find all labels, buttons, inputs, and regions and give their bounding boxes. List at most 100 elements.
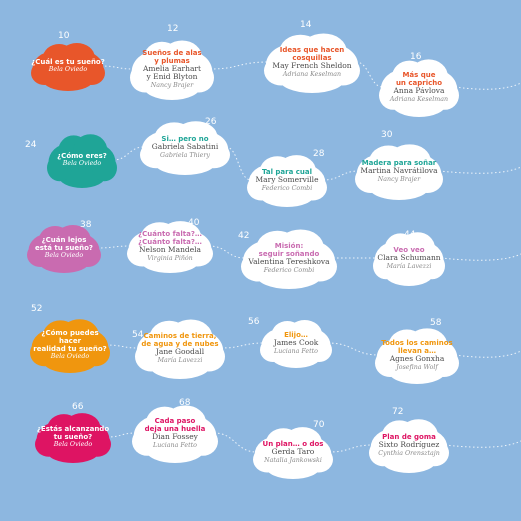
story-illustrator: María Lavezzi [157,356,203,364]
story-title: Si… pero no [161,135,209,144]
dotted-path [106,432,521,453]
cloud-shape [132,405,218,463]
section-text: ¿Cuál es tu sueño?Bela Oviedo [31,41,105,91]
page-number: 66 [72,402,84,412]
section-text: ¿Cómo eres?Bela Oviedo [47,132,117,188]
story-author: Nelson Mandela [138,245,202,255]
story-title: ¿Cuánto falta?…¿Cuánto falta?… [138,230,202,247]
story-author: Jane Goodall [155,347,205,357]
story-text: ¿Cuánto falta?…¿Cuánto falta?…Nelson Man… [127,219,213,273]
story-author: Anna Pávlova [393,86,445,96]
cloud-shape [253,427,333,479]
dotted-path [96,245,521,261]
story-author: Gerda Taro [271,447,315,457]
story-title: Un plan… o dos [262,440,324,449]
story-author: Sixto Rodríguez [378,440,440,450]
page-number: 10 [58,31,70,41]
page-number: 26 [205,117,217,127]
page-number: 40 [188,218,200,228]
cloud-shape [355,144,443,200]
page-number: 44 [404,230,416,240]
page-number: 28 [313,149,325,159]
section-title: ¿Cuál es tu sueño? [31,58,105,67]
cloud-shape [264,33,360,93]
section-illustrator: Bela Oviedo [50,353,90,361]
cloud-shape [375,328,459,384]
story-title: Plan de goma [382,433,436,442]
story-author: Dian Fossey [152,432,198,442]
story-author: Valentina Tereshkova [248,257,330,267]
story-cloud[interactable]: ¿Cuánto falta?…¿Cuánto falta?…Nelson Man… [127,219,213,273]
story-illustrator: Luciana Fetto [153,441,197,449]
story-title: Elijo… [284,331,308,340]
page-number: 24 [25,140,37,150]
story-illustrator: Federico Combi [261,184,313,192]
cloud-shape [35,413,111,463]
story-illustrator: Josefina Wolf [396,363,438,371]
story-illustrator: Adriana Keselman [282,70,342,78]
story-author: James Cook [273,338,319,348]
page-number: 54 [132,330,144,340]
section-illustrator: Bela Oviedo [44,252,84,260]
story-title: Misión:seguir soñando [258,242,320,259]
page-number: 30 [381,130,393,140]
story-illustrator: Cynthia Orensztajn [378,449,440,457]
cloud-shape [140,121,230,175]
section-cloud[interactable]: ¿Cuál es tu sueño?Bela Oviedo [31,41,105,91]
dotted-path [112,146,521,181]
page-number: 72 [392,407,404,417]
story-illustrator: Nancy Brajer [150,82,194,90]
cloud-shape [379,59,459,117]
cloud-shape [47,134,117,188]
page-number: 56 [248,317,260,327]
cloud-shape [127,221,213,273]
story-title: Caminos de tierra,de agua y de nubes [141,332,219,349]
section-cloud[interactable]: ¿Cómo eres?Bela Oviedo [47,132,117,188]
page-number: 70 [313,420,325,430]
story-illustrator: Luciana Fetto [274,347,318,355]
dotted-path [100,61,521,90]
story-author: Agnes Gonxha [389,354,445,364]
dotted-path [105,342,521,358]
section-illustrator: Bela Oviedo [53,441,93,449]
page-number: 14 [300,20,312,30]
page-number: 16 [410,52,422,62]
story-author: May French Sheldon [272,61,352,71]
